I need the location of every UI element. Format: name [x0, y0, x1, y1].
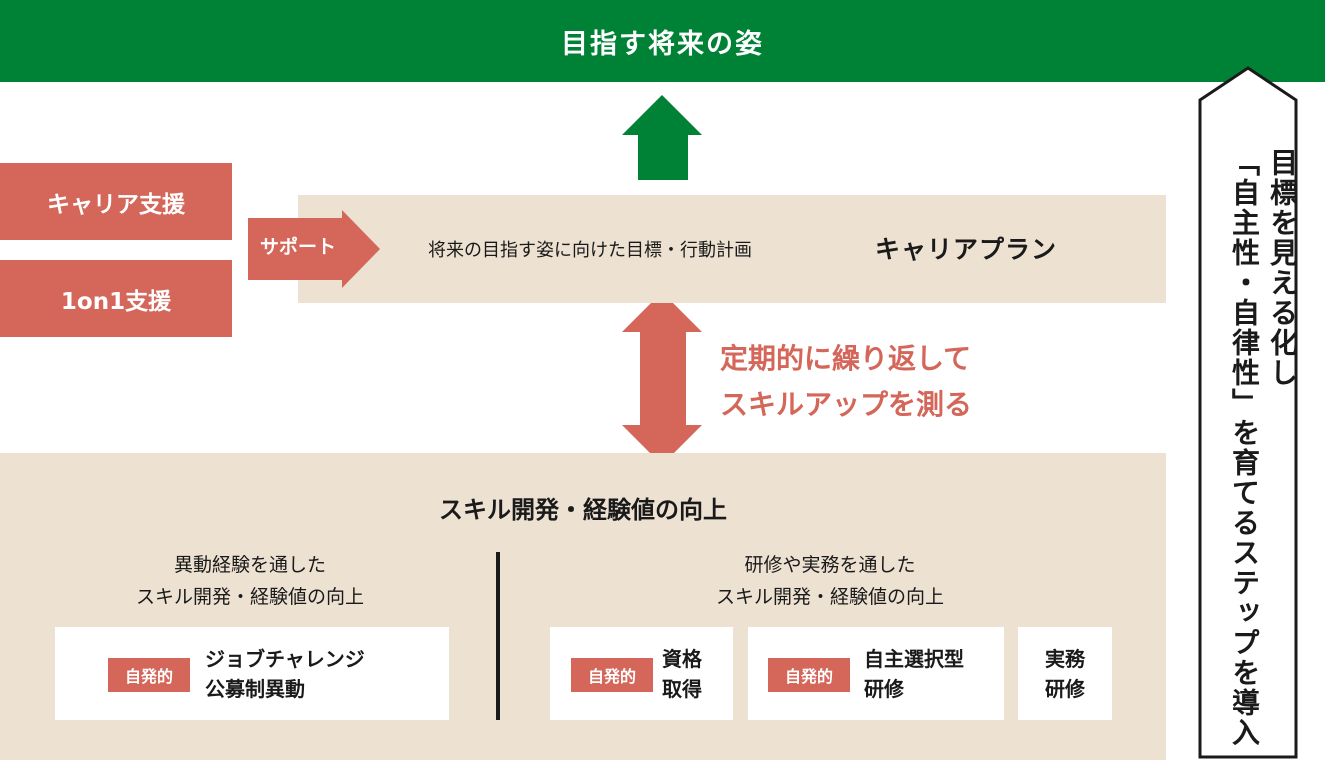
item-label: 資格 取得 [662, 644, 702, 704]
divider [496, 552, 500, 720]
side-text-line-2: 「自主性・自律性」を育てるステップを導入 [1228, 148, 1261, 748]
left-heading-line: スキル開発・経験値の向上 [135, 586, 364, 608]
cycle-line-1: 定期的に繰り返して [720, 342, 972, 375]
right-heading: 研修や実務を通した スキル開発・経験値の向上 [630, 549, 1030, 613]
right-heading-line: 研修や実務を通した [744, 554, 916, 576]
right-heading-line: スキル開発・経験値の向上 [715, 586, 944, 608]
item-line: 自主選択型 [864, 647, 964, 671]
item-practical-training: 実務 研修 [1018, 627, 1112, 720]
item-label: 自主選択型 研修 [864, 644, 964, 704]
item-certification: 自発的 資格 取得 [550, 627, 733, 720]
side-banner-shape [1198, 66, 1298, 759]
item-label: 実務 研修 [1045, 644, 1085, 704]
side-text-line-1: 目標を見える化し [1266, 148, 1299, 388]
plan-description: 将来の目指す姿に向けた目標・行動計画 [428, 240, 752, 261]
voluntary-badge: 自発的 [571, 658, 653, 692]
plan-title: キャリアプラン [875, 235, 1058, 264]
cycle-line-2: スキルアップを測る [720, 388, 973, 421]
support-label: サポート [259, 235, 336, 258]
item-line: 公募制異動 [205, 677, 305, 701]
skill-title: スキル開発・経験値の向上 [439, 496, 727, 524]
career-plan-band [298, 195, 1166, 303]
item-job-challenge: 自発的 ジョブチャレンジ 公募制異動 [55, 627, 449, 720]
one-on-one-box: 1on1支援 [0, 260, 232, 337]
up-arrow-icon [622, 95, 702, 180]
item-line: 取得 [662, 677, 702, 701]
item-elective-training: 自発的 自主選択型 研修 [748, 627, 1004, 720]
support-arrow-icon [248, 210, 380, 288]
left-heading-line: 異動経験を通した [173, 554, 326, 576]
career-support-box: キャリア支援 [0, 163, 232, 240]
item-line: ジョブチャレンジ [205, 647, 365, 671]
cycle-text: 定期的に繰り返して スキルアップを測る [720, 336, 972, 428]
item-line: 実務 [1045, 646, 1085, 671]
item-label: ジョブチャレンジ 公募制異動 [205, 644, 365, 704]
voluntary-badge: 自発的 [108, 658, 190, 692]
double-arrow-icon [622, 292, 702, 465]
left-heading: 異動経験を通した スキル開発・経験値の向上 [50, 549, 450, 613]
goal-header: 目指す将来の姿 [0, 0, 1325, 82]
item-line: 研修 [864, 677, 904, 701]
item-line: 研修 [1045, 676, 1085, 701]
voluntary-badge: 自発的 [768, 658, 850, 692]
item-line: 資格 [662, 647, 702, 671]
